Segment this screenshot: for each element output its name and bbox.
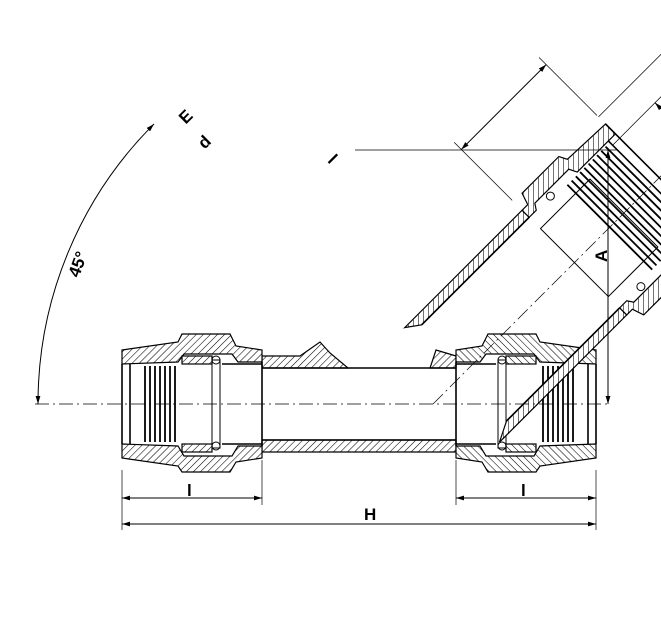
left-oring-bottom [211, 441, 221, 451]
label-E: E [175, 106, 196, 127]
label-A: A [592, 250, 611, 262]
branch-oring-top [545, 191, 555, 201]
dim-l-branch [460, 64, 547, 150]
left-oring-top [211, 355, 221, 365]
angle-arc [35, 123, 155, 405]
label-l-left: l [187, 481, 192, 500]
left-compression-connector [121, 333, 263, 473]
main-pipe-body [261, 341, 457, 453]
label-l-right: l [521, 481, 526, 500]
dim-d [654, 102, 661, 183]
label-d: d [194, 132, 215, 153]
label-l-branch: l [324, 151, 341, 168]
label-H: H [364, 505, 376, 524]
branch-oring-bottom [636, 282, 646, 292]
label-angle: 45° [65, 249, 92, 280]
strainer-branch [402, 45, 661, 443]
